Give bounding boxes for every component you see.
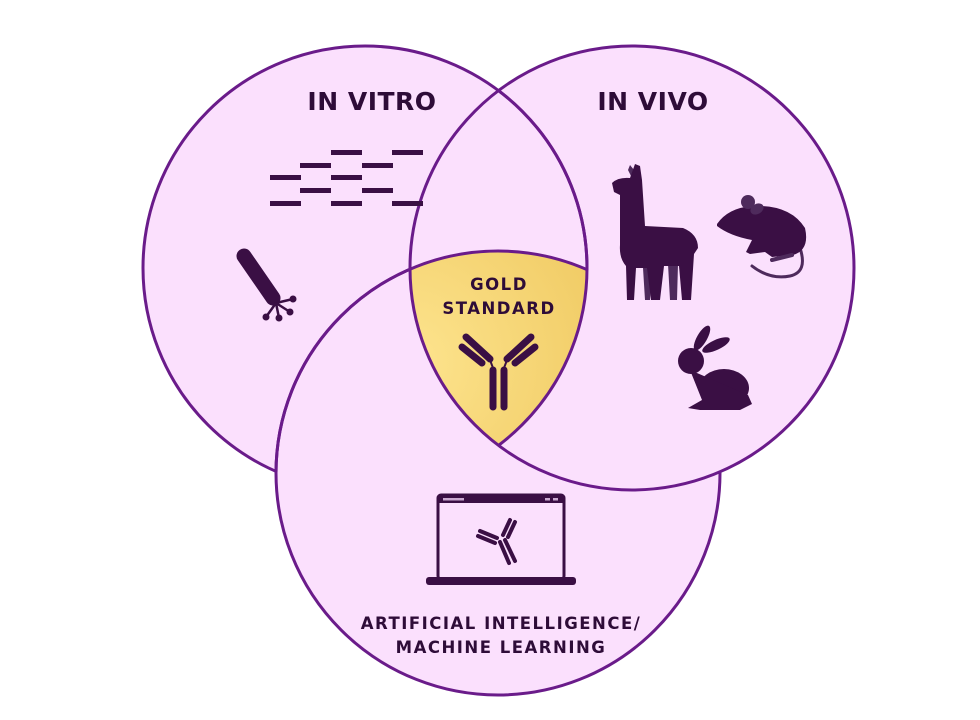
bacteriophage-icon [236, 248, 297, 322]
antibody-icon [458, 333, 539, 411]
laptop-icon [426, 493, 576, 585]
in-vitro-label: IN VITRO [307, 87, 436, 116]
ai-ml-circle [276, 251, 720, 695]
gold-standard-label-1: GOLD [470, 275, 528, 294]
llama-icon [612, 164, 698, 300]
gold-standard-label-2: STANDARD [442, 299, 555, 318]
dna-sequence-icon [270, 150, 423, 206]
mouse-icon [717, 195, 807, 279]
ai-label-2: MACHINE LEARNING [396, 638, 607, 657]
in-vivo-label: IN VIVO [597, 87, 708, 116]
ai-label-1: ARTIFICIAL INTELLIGENCE/ [361, 614, 642, 633]
rabbit-icon [678, 325, 752, 410]
